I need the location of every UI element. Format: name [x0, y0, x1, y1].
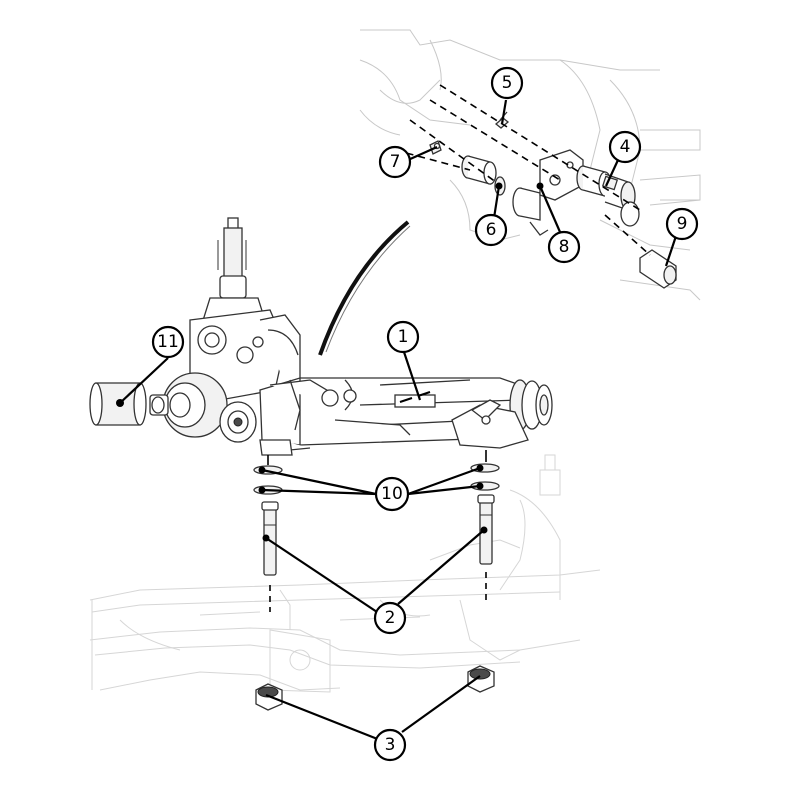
- right-bellows: [509, 379, 553, 431]
- callout-6: 6: [474, 213, 508, 247]
- valve-housing: [189, 309, 301, 401]
- part-9-nut: [639, 249, 677, 289]
- motor-housing: [149, 372, 228, 438]
- callout-1-label: 1: [398, 327, 409, 347]
- subframe-outline: [89, 454, 601, 693]
- detail-indicator-curve: [318, 220, 411, 356]
- callout-9: 9: [665, 207, 699, 241]
- callout-3: 3: [373, 728, 407, 762]
- callout-2-label: 2: [385, 608, 396, 628]
- callout-7-label: 7: [390, 152, 401, 172]
- pulley: [219, 401, 257, 443]
- callout-9-label: 9: [677, 214, 688, 234]
- inset-parts: [429, 111, 677, 289]
- bolts: [261, 494, 495, 576]
- callout-6-label: 6: [486, 220, 497, 240]
- part-4-shaft: [576, 165, 640, 227]
- inset-background-outline: [359, 29, 701, 301]
- nuts: [255, 665, 495, 711]
- bolt-left: [261, 501, 279, 576]
- mounting-brackets: [259, 399, 529, 456]
- callout-8-label: 8: [559, 237, 570, 257]
- callout-8: 8: [547, 230, 581, 264]
- callout-3-label: 3: [385, 735, 396, 755]
- callout-1: 1: [386, 320, 420, 354]
- washer-right-lower: [470, 481, 500, 491]
- callout-10-label: 10: [381, 484, 403, 504]
- assembly-alignment-lines: [267, 450, 487, 612]
- callout-11-label: 11: [157, 332, 179, 352]
- callout-5-label: 5: [502, 73, 513, 93]
- callout-4: 4: [608, 130, 642, 164]
- washers: [253, 463, 500, 495]
- callout-4-label: 4: [620, 137, 631, 157]
- callouts: 1 2 3 4 5 6 7 8: [151, 66, 699, 762]
- callout-7: 7: [378, 145, 412, 179]
- steering-rack-assembly: [89, 217, 553, 456]
- nut-right: [467, 665, 495, 693]
- inset-assembly-lines: [394, 84, 651, 256]
- callout-11: 11: [151, 325, 185, 359]
- leader-lines: [116, 99, 678, 742]
- callout-2: 2: [373, 601, 407, 635]
- callout-5: 5: [490, 66, 524, 100]
- linkage: [269, 379, 411, 451]
- bolt-right: [477, 494, 495, 565]
- callout-10: 10: [374, 476, 410, 512]
